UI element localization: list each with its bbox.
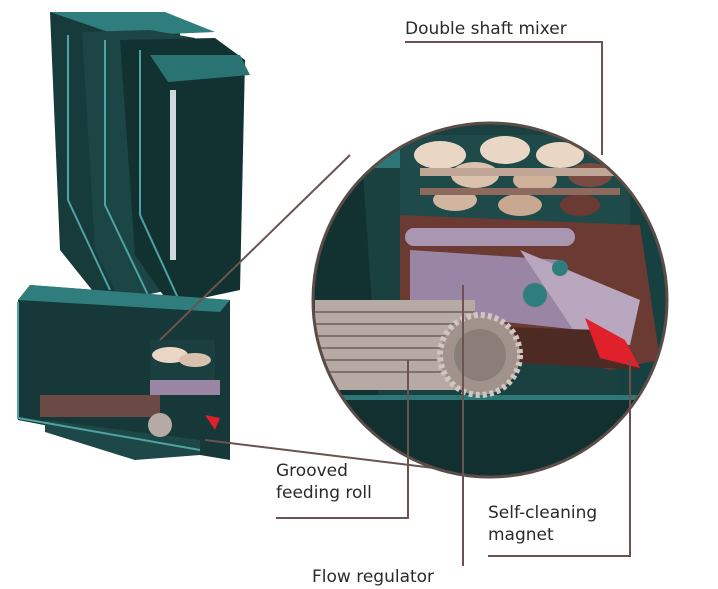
zoom-circle-border: [311, 121, 669, 479]
zoom-detail: [313, 123, 667, 477]
hopper-edge: [139, 50, 179, 299]
label-text-line1: Grooved: [276, 461, 348, 481]
label-self-cleaning-magnet: Self-cleaning magnet: [488, 502, 597, 546]
hopper-window: [170, 90, 176, 260]
small-cutaway: [40, 340, 220, 437]
label-flow-regulator: Flow regulator: [312, 566, 434, 588]
label-grooved-feeding-roll: Grooved feeding roll: [276, 460, 372, 504]
hopper-edge: [67, 35, 111, 291]
label-double-shaft-mixer: Double shaft mixer: [405, 18, 567, 40]
pointer-roll: [276, 360, 409, 519]
label-text: Double shaft mixer: [405, 19, 567, 39]
label-text: Flow regulator: [312, 567, 435, 587]
hopper-front-top: [150, 55, 250, 82]
feeder-edge: [17, 302, 201, 451]
zoom-leader-bottom: [204, 439, 451, 471]
hopper-edge: [104, 40, 149, 296]
grooved-roll-part: [315, 300, 523, 398]
label-text-line2: feeding roll: [276, 483, 372, 503]
mixer-paddles: [414, 136, 620, 216]
pointer-magnet: [488, 360, 631, 557]
label-text-line2: magnet: [488, 525, 554, 545]
label-text-line1: Self-cleaning: [488, 503, 598, 523]
pointer-mixer: [405, 41, 603, 155]
feeder-box-top: [18, 285, 230, 312]
machine-body: [17, 12, 250, 460]
magnet-part: [585, 318, 640, 368]
hopper-top-rim: [50, 12, 215, 36]
zoom-leader-top: [159, 154, 351, 341]
